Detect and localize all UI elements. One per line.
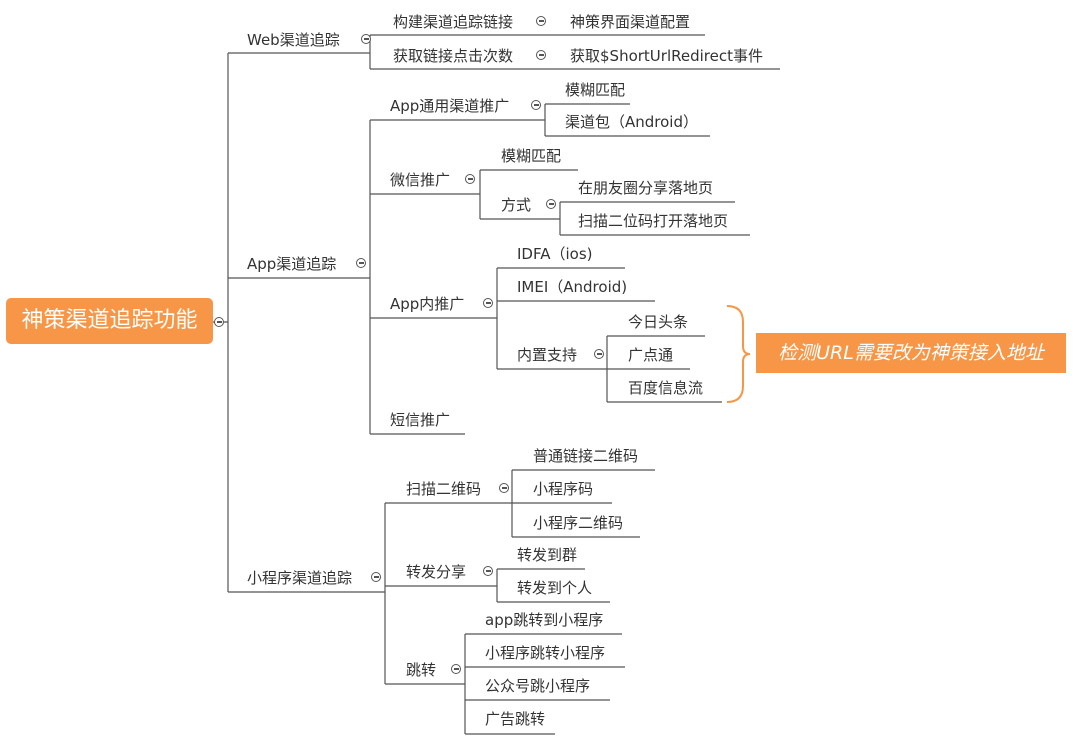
node-mini-share[interactable]: 转发分享 <box>406 563 467 581</box>
node-sms[interactable]: 短信推广 <box>390 411 451 429</box>
collapse-toggle-icon[interactable] <box>483 298 493 308</box>
collapse-toggle-icon[interactable] <box>536 16 546 26</box>
node-mini-share-person[interactable]: 转发到个人 <box>517 579 593 597</box>
node-wechat-method-qr[interactable]: 扫描二位码打开落地页 <box>578 212 729 230</box>
collapse-toggle-icon[interactable] <box>531 100 541 110</box>
node-inapp-imei[interactable]: IMEI（Android) <box>517 278 628 296</box>
collapse-toggle-icon[interactable] <box>356 258 366 268</box>
collapse-toggle-icon[interactable] <box>371 572 381 582</box>
node-mini-qr-qrcode[interactable]: 小程序二维码 <box>533 514 624 532</box>
callout-brace <box>726 305 751 403</box>
collapse-toggle-icon[interactable] <box>536 50 546 60</box>
node-builtin-gdt[interactable]: 广点通 <box>628 346 674 364</box>
node-mini-qr-normal[interactable]: 普通链接二维码 <box>533 447 639 465</box>
collapse-toggle-icon[interactable] <box>594 349 604 359</box>
node-builtin-toutiao[interactable]: 今日头条 <box>628 313 689 331</box>
node-jump-app[interactable]: app跳转到小程序 <box>485 611 604 629</box>
collapse-toggle-icon[interactable] <box>483 566 493 576</box>
collapse-toggle-icon[interactable] <box>499 483 509 493</box>
node-inapp-idfa[interactable]: IDFA（ios) <box>517 245 593 263</box>
collapse-toggle-icon[interactable] <box>465 174 475 184</box>
node-wechat-fuzzy[interactable]: 模糊匹配 <box>501 147 562 165</box>
node-jump-mini[interactable]: 小程序跳转小程序 <box>485 644 606 662</box>
collapse-toggle-icon[interactable] <box>451 664 461 674</box>
node-app-general[interactable]: App通用渠道推广 <box>390 97 510 115</box>
root-node[interactable]: 神策渠道追踪功能 <box>6 298 213 344</box>
collapse-toggle-icon[interactable] <box>546 199 556 209</box>
branch-web[interactable]: Web渠道追踪 <box>247 31 340 49</box>
node-web-click-count[interactable]: 获取链接点击次数 <box>393 47 514 65</box>
node-wechat[interactable]: 微信推广 <box>390 171 451 189</box>
node-mini-jump[interactable]: 跳转 <box>406 661 437 679</box>
node-wechat-method-moments[interactable]: 在朋友圈分享落地页 <box>578 179 714 197</box>
branch-app[interactable]: App渠道追踪 <box>247 255 337 273</box>
node-mini-qr[interactable]: 扫描二维码 <box>406 480 482 498</box>
node-inapp-builtin[interactable]: 内置支持 <box>517 346 578 364</box>
branch-miniprogram[interactable]: 小程序渠道追踪 <box>247 569 353 587</box>
node-web-build-link[interactable]: 构建渠道追踪链接 <box>393 13 514 31</box>
callout-note[interactable]: 检测URL需要改为神策接入地址 <box>756 333 1066 373</box>
node-jump-ad[interactable]: 广告跳转 <box>485 710 546 728</box>
collapse-toggle-icon[interactable] <box>361 34 371 44</box>
node-inapp[interactable]: App内推广 <box>390 295 465 313</box>
collapse-toggle-icon[interactable] <box>214 317 224 327</box>
node-web-build-link-detail[interactable]: 神策界面渠道配置 <box>570 13 691 31</box>
node-web-click-count-detail[interactable]: 获取$ShortUrlRedirect事件 <box>570 47 763 65</box>
node-mini-qr-code[interactable]: 小程序码 <box>533 480 594 498</box>
node-app-general-package[interactable]: 渠道包（Android） <box>565 113 698 131</box>
node-wechat-method[interactable]: 方式 <box>501 196 532 214</box>
node-jump-official[interactable]: 公众号跳小程序 <box>485 677 591 695</box>
node-mini-share-group[interactable]: 转发到群 <box>517 546 578 564</box>
node-app-general-fuzzy[interactable]: 模糊匹配 <box>565 81 626 99</box>
node-builtin-baidu[interactable]: 百度信息流 <box>628 379 704 397</box>
